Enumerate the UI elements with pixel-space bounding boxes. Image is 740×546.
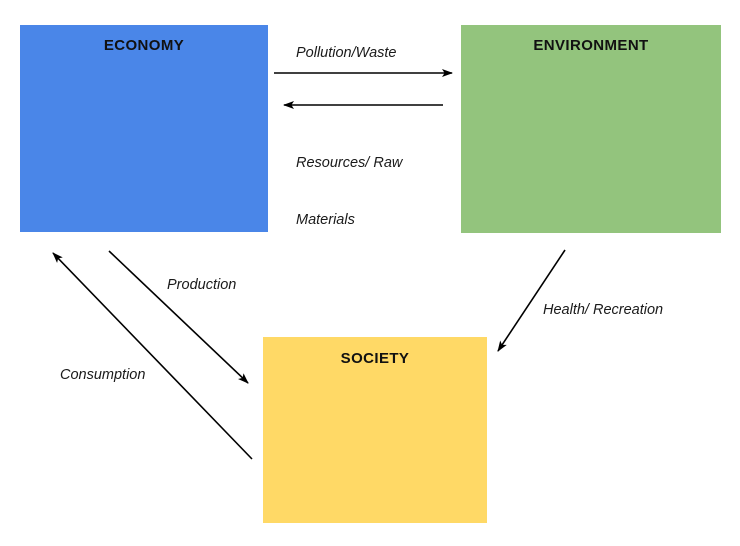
edge-label-resources-raw-materials: Resources/ Raw Materials (296, 116, 402, 268)
node-society[interactable]: SOCIETY (263, 337, 487, 523)
node-economy[interactable]: ECONOMY (20, 25, 268, 232)
node-economy-label: ECONOMY (103, 37, 185, 54)
edge-label-resources-line2: Materials (296, 212, 355, 228)
edge-label-consumption: Consumption (60, 367, 146, 383)
edge-label-resources-line1: Resources/ Raw (296, 155, 403, 171)
node-environment-label: ENVIRONMENT (533, 37, 649, 54)
arrow-consumption (52, 252, 253, 460)
arrow-production (108, 250, 249, 384)
node-society-label: SOCIETY (340, 350, 410, 367)
node-environment[interactable]: ENVIRONMENT (461, 25, 721, 233)
edge-label-production: Production (167, 277, 237, 293)
edge-label-pollution-waste: Pollution/Waste (296, 45, 397, 61)
arrow-health-recreation (497, 249, 566, 352)
edge-label-health-recreation: Health/ Recreation (543, 302, 664, 318)
